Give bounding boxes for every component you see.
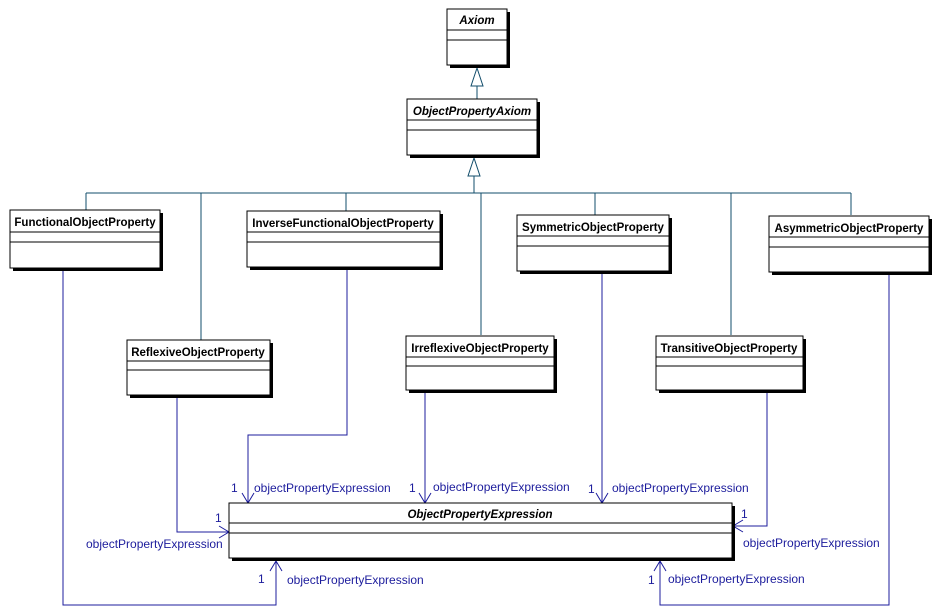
multiplicity-functional: 1 xyxy=(258,572,265,586)
role-inverse-functional: objectPropertyExpression xyxy=(254,481,391,495)
class-inverse-functional-object-property[interactable]: InverseFunctionalObjectProperty xyxy=(246,210,443,270)
multiplicity-asymmetric: 1 xyxy=(648,573,655,587)
class-functional-object-property[interactable]: FunctionalObjectProperty xyxy=(9,209,163,271)
class-object-property-axiom[interactable]: ObjectPropertyAxiom xyxy=(406,98,540,158)
class-name-axiom: Axiom xyxy=(458,15,494,27)
multiplicity-irreflexive: 1 xyxy=(409,481,416,495)
role-asymmetric: objectPropertyExpression xyxy=(668,572,805,586)
class-name-asymmetric-object-property: AsymmetricObjectProperty xyxy=(775,223,925,235)
role-reflexive: objectPropertyExpression xyxy=(86,537,223,551)
class-name-irreflexive-object-property: IrreflexiveObjectProperty xyxy=(411,343,549,355)
association-line-reflexive xyxy=(176,398,229,533)
role-functional: objectPropertyExpression xyxy=(287,573,424,587)
class-name-symmetric-object-property: SymmetricObjectProperty xyxy=(522,222,664,234)
association-lines xyxy=(62,270,890,606)
class-name-object-property-expression: ObjectPropertyExpression xyxy=(407,509,552,521)
class-name-object-property-axiom: ObjectPropertyAxiom xyxy=(413,106,531,118)
association-line-functional xyxy=(62,271,277,606)
association-line-inverse-functional xyxy=(247,270,348,503)
association-line-transitive xyxy=(733,393,768,527)
class-name-transitive-object-property: TransitiveObjectProperty xyxy=(661,343,798,355)
association-line-asymmetric xyxy=(659,275,890,606)
association-labels: 1 objectPropertyExpression 1 objectPrope… xyxy=(86,480,880,587)
class-asymmetric-object-property[interactable]: AsymmetricObjectProperty xyxy=(768,215,932,275)
multiplicity-symmetric: 1 xyxy=(588,482,595,496)
role-transitive: objectPropertyExpression xyxy=(743,536,880,550)
generalization-arrowhead-axiom xyxy=(470,66,484,87)
class-axiom[interactable]: Axiom xyxy=(446,8,510,68)
generalization-arrowhead-object-property-axiom xyxy=(467,156,481,177)
class-name-reflexive-object-property: ReflexiveObjectProperty xyxy=(131,347,265,359)
multiplicity-reflexive: 1 xyxy=(215,511,222,525)
class-transitive-object-property[interactable]: TransitiveObjectProperty xyxy=(655,335,806,393)
role-symmetric: objectPropertyExpression xyxy=(612,481,749,495)
classes: Axiom ObjectPropertyAxiom FunctionalObje… xyxy=(9,8,932,561)
role-irreflexive: objectPropertyExpression xyxy=(433,480,570,494)
multiplicity-inverse-functional: 1 xyxy=(231,481,238,495)
class-name-functional-object-property: FunctionalObjectProperty xyxy=(14,217,156,229)
class-name-inverse-functional-object-property: InverseFunctionalObjectProperty xyxy=(252,218,434,230)
multiplicity-transitive: 1 xyxy=(741,507,748,521)
class-object-property-expression[interactable]: ObjectPropertyExpression xyxy=(228,502,735,561)
generalization-lines xyxy=(85,66,852,340)
class-irreflexive-object-property[interactable]: IrreflexiveObjectProperty xyxy=(405,335,557,393)
class-reflexive-object-property[interactable]: ReflexiveObjectProperty xyxy=(126,339,273,398)
class-symmetric-object-property[interactable]: SymmetricObjectProperty xyxy=(516,214,672,274)
